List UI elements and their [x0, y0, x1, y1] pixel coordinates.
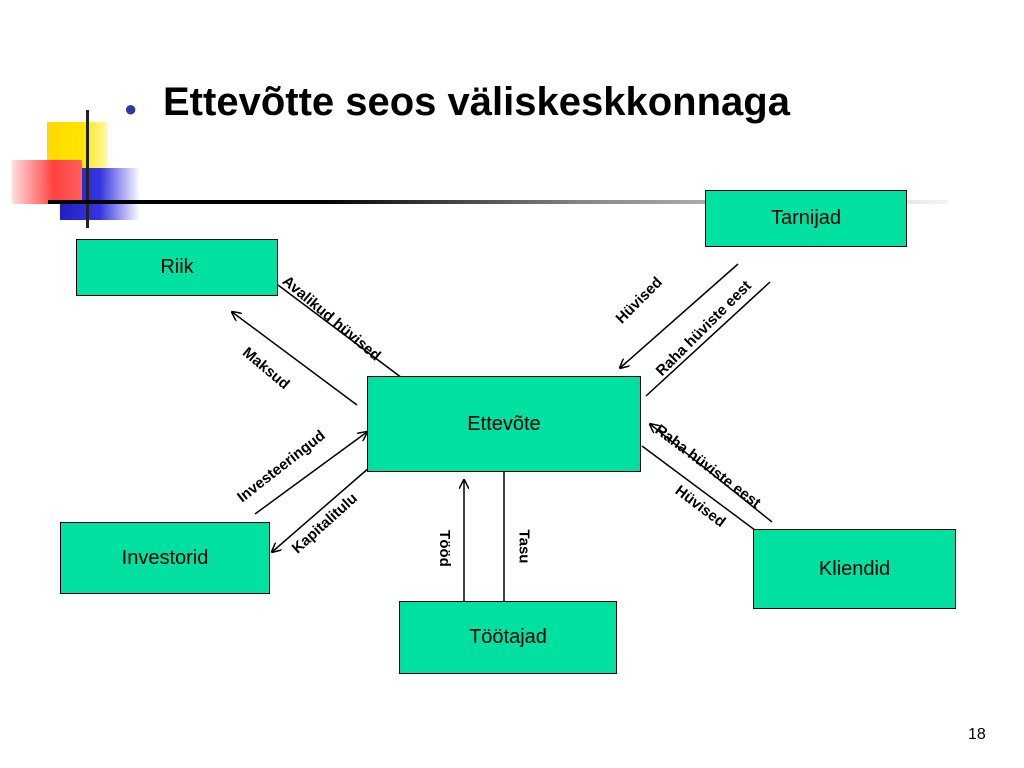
node-kliendid: Kliendid: [753, 529, 956, 609]
bullet-icon: ●: [124, 96, 138, 121]
node-investorid-label: Investorid: [121, 546, 209, 569]
decor-red-square: [12, 160, 82, 204]
arrow-raha-tarnijad: [645, 281, 771, 397]
decor-horizontal-line: [48, 200, 948, 204]
node-tarnijad-label: Tarnijad: [770, 207, 842, 229]
node-tarnijad: Tarnijad: [705, 190, 907, 247]
arrow-maksud: [232, 312, 358, 406]
node-ettevote: Ettevõte: [367, 376, 641, 472]
slide-title: Ettevõtte seos väliskeskkonnaga: [163, 80, 790, 124]
arrow-huvised-tarnijad: [620, 263, 739, 368]
node-investorid: Investorid: [60, 522, 270, 594]
decor-vertical-line: [86, 110, 89, 228]
arrow-investeeringud: [254, 432, 367, 515]
arrow-raha-kliendid: [650, 424, 773, 523]
arrow-kapitalitulu: [272, 466, 371, 552]
node-tootajad-label: Töötajad: [469, 626, 547, 648]
page-number: 18: [968, 726, 986, 743]
label-tood: Tööd: [435, 530, 453, 567]
node-riik: Riik: [76, 239, 278, 296]
arrow-huvised-kliendid: [641, 445, 775, 545]
arrow-avalikud-huvised: [277, 284, 403, 379]
node-tootajad: Töötajad: [399, 601, 617, 674]
node-ettevote-label: Ettevõte: [467, 412, 541, 435]
node-kliendid-label: Kliendid: [818, 557, 891, 580]
label-tasu: Tasu: [515, 529, 533, 564]
node-riik-label: Riik: [160, 256, 194, 278]
